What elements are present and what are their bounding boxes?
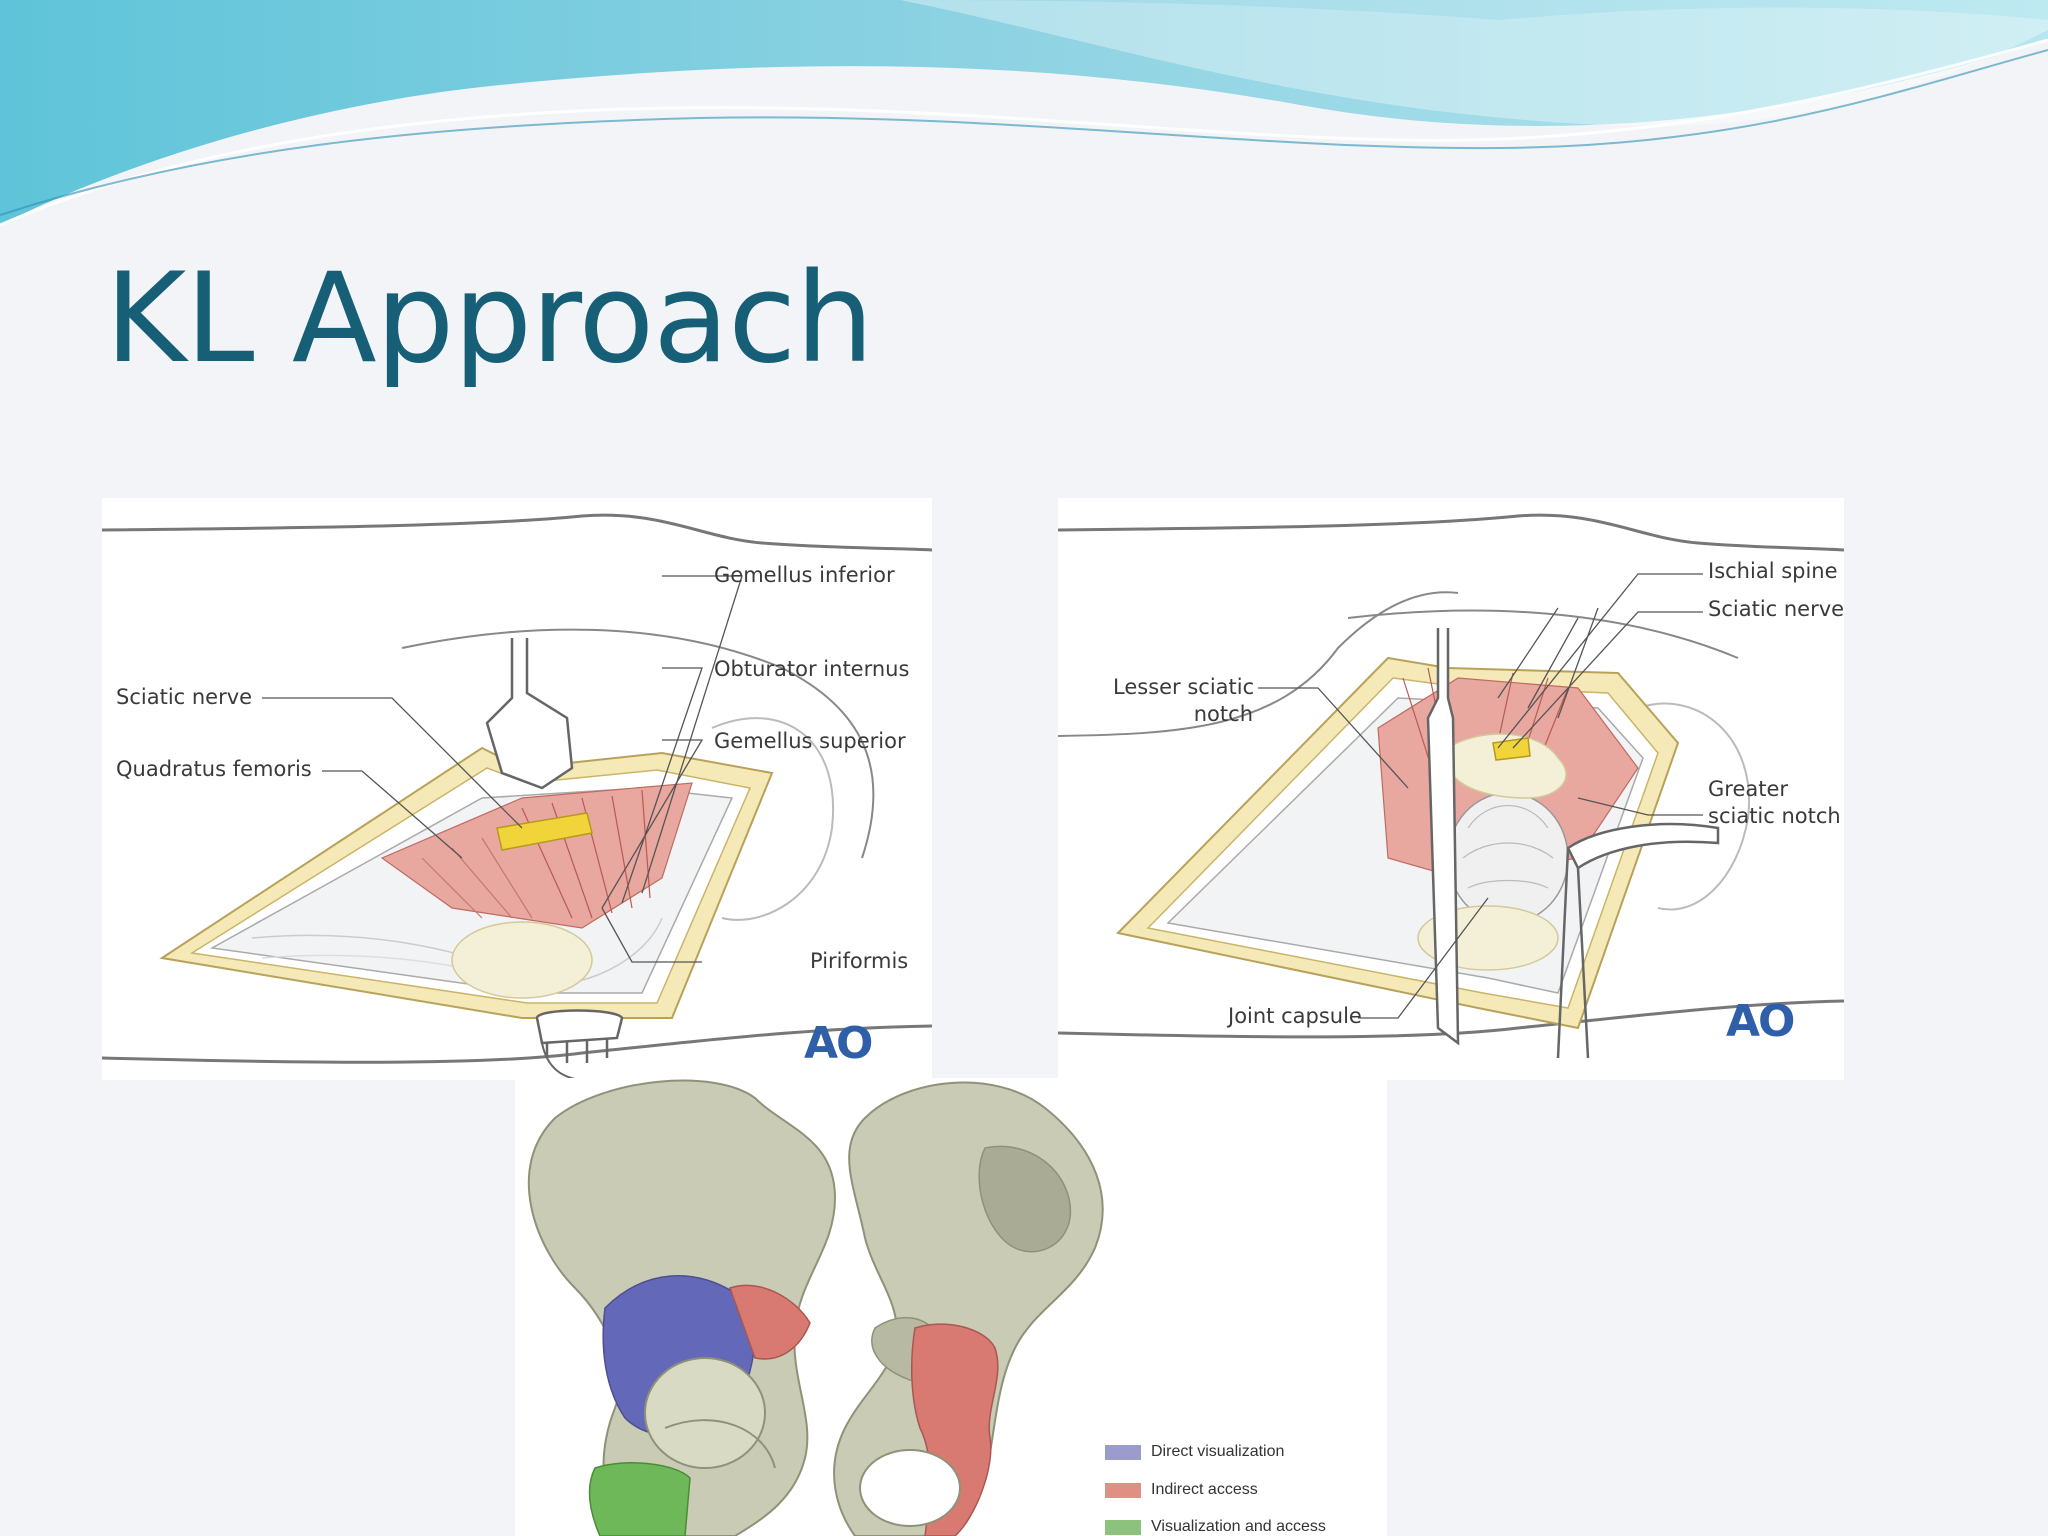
label-sciatic-nerve-left: Sciatic nerve (116, 685, 253, 709)
figure-right-posterior-approach: Ischial spine Sciatic nerve Lesser sciat… (1058, 498, 1844, 1080)
legend-item-visualization-access: Visualization and access (1105, 1518, 1326, 1536)
legend-item-direct-visualization: Direct visualization (1105, 1443, 1284, 1461)
label-quadratus-femoris: Quadratus femoris (116, 757, 312, 781)
right-anatomy-drawing (1058, 513, 1844, 1059)
label-lesser-sciatic-notch-line1: Lesser sciatic (1113, 675, 1255, 699)
figure-bottom-pelvis-access-zones: Direct visualization Indirect access Vis… (515, 1078, 1387, 1536)
label-sciatic-nerve-right: Sciatic nerve (1708, 597, 1845, 621)
ao-logo-right: AO (1726, 996, 1795, 1047)
legend-swatch-indirect (1105, 1482, 1141, 1498)
label-ischial-spine: Ischial spine (1708, 559, 1838, 583)
pelvis-bone-drawing (527, 1079, 1104, 1536)
figure-left-posterior-approach: Gemellus inferior Obturator internus Gem… (102, 498, 932, 1080)
legend-label-indirect: Indirect access (1151, 1481, 1258, 1498)
label-greater-sciatic-notch-line2: sciatic notch (1708, 804, 1841, 828)
slide-title: KL Approach (105, 247, 874, 391)
label-obturator-internus: Obturator internus (714, 657, 910, 681)
legend-swatch-vis-access (1105, 1519, 1141, 1535)
ao-logo-left: AO (804, 1018, 873, 1069)
label-greater-sciatic-notch-line1: Greater (1708, 777, 1789, 801)
header-wave (0, 0, 2048, 227)
label-lesser-sciatic-notch-line2: notch (1193, 702, 1253, 726)
legend-item-indirect-access: Indirect access (1105, 1481, 1258, 1499)
label-joint-capsule: Joint capsule (1228, 1004, 1362, 1028)
label-piriformis: Piriformis (810, 949, 909, 973)
label-gemellus-superior: Gemellus superior (714, 729, 906, 753)
left-anatomy-drawing (102, 513, 932, 1080)
legend-swatch-direct (1105, 1444, 1141, 1460)
legend-label-vis-access: Visualization and access (1151, 1518, 1326, 1535)
label-gemellus-inferior: Gemellus inferior (714, 563, 895, 587)
legend-label-direct: Direct visualization (1151, 1443, 1285, 1460)
